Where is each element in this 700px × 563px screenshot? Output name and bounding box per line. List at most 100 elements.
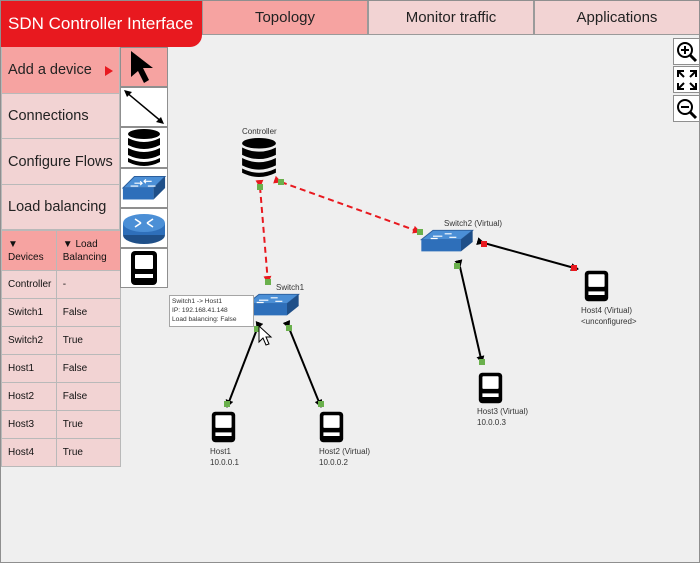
port-status-icon <box>257 184 263 190</box>
host2-label: Host2 (Virtual) <box>319 447 370 456</box>
menu-add-device[interactable]: Add a device <box>1 47 120 94</box>
port-down-icon <box>481 241 487 247</box>
port-status-icon <box>224 401 230 407</box>
device-name: Switch1 <box>1 298 57 327</box>
host1-ip: 10.0.0.1 <box>210 458 239 467</box>
load-balancing-value: False <box>55 354 122 383</box>
link-switch2-host4[interactable] <box>476 237 579 271</box>
port-status-icon <box>286 325 292 331</box>
switch1-label: Switch1 <box>276 283 305 292</box>
link-controller-switch1[interactable] <box>255 179 272 284</box>
port-down-icon <box>571 265 577 271</box>
host3-ip: 10.0.0.3 <box>477 418 506 427</box>
triangle-right-icon <box>105 66 113 76</box>
host-icon <box>478 372 503 404</box>
host3-node[interactable] <box>477 371 504 410</box>
palette-router-tool[interactable] <box>120 208 168 248</box>
tab-applications[interactable]: Applications <box>534 1 699 35</box>
link-tooltip: Switch1 -> Host1 IP: 192.168.41.148 Load… <box>169 295 254 327</box>
fit-screen-icon <box>676 69 697 90</box>
palette-switch-tool[interactable] <box>120 168 168 208</box>
link-switch2-host3[interactable] <box>454 259 485 364</box>
link-switch1-host2[interactable] <box>282 320 323 408</box>
port-status-icon <box>254 326 260 332</box>
router-icon <box>123 214 165 244</box>
menu-configure-flows[interactable]: Configure Flows <box>1 139 120 185</box>
tooltip-load-balancing: Load balancing: False <box>172 316 237 324</box>
host2-node[interactable] <box>318 410 345 449</box>
zoom-in-button[interactable] <box>673 38 699 65</box>
host-icon <box>211 411 236 443</box>
host1-label: Host1 <box>210 447 231 456</box>
zoom-out-button[interactable] <box>673 95 699 122</box>
device-table: ▼Devices ▼ Load Balancing Controller- Sw… <box>1 230 122 467</box>
palette-controller-tool[interactable] <box>120 127 168 168</box>
zoom-in-icon <box>676 41 697 62</box>
pointer-icon <box>131 51 153 83</box>
palette-link-tool[interactable] <box>120 87 168 127</box>
menu-connections[interactable]: Connections <box>1 94 120 139</box>
menu-configure-flows-label: Configure Flows <box>8 153 113 170</box>
host4-label: Host4 (Virtual) <box>581 306 632 315</box>
tooltip-link: Switch1 -> Host1 <box>172 298 223 305</box>
link-switch1-host1[interactable] <box>225 321 264 408</box>
column-header-load-balancing[interactable]: ▼ Load Balancing <box>55 230 122 271</box>
column-header-devices[interactable]: ▼Devices <box>1 230 57 271</box>
load-balancing-value: True <box>55 438 122 467</box>
sort-icon: ▼ <box>8 238 18 250</box>
device-name: Host2 <box>1 382 57 411</box>
sort-icon: ▼ <box>62 238 73 250</box>
host4-ip: <unconfigured> <box>581 317 637 326</box>
host4-node[interactable] <box>583 269 610 308</box>
port-status-icon <box>318 401 324 407</box>
switch1-node[interactable] <box>244 292 302 325</box>
host2-ip: 10.0.0.2 <box>319 458 348 467</box>
controller-icon <box>242 137 276 177</box>
tooltip-ip: IP: 192.168.41.148 <box>172 307 228 315</box>
palette-host-tool[interactable] <box>120 248 168 288</box>
mouse-cursor-icon <box>258 325 273 346</box>
tab-monitor-traffic[interactable]: Monitor traffic <box>368 1 534 35</box>
switch-icon <box>420 229 474 252</box>
fit-screen-button[interactable] <box>673 66 699 93</box>
device-table-header: ▼Devices ▼ Load Balancing <box>1 230 122 271</box>
port-status-icon <box>454 263 460 269</box>
menu-add-device-label: Add a device <box>8 62 92 78</box>
menu-load-balancing-label: Load balancing <box>8 199 107 215</box>
load-balancing-value: False <box>55 382 122 411</box>
load-balancing-value: - <box>55 270 122 299</box>
load-balancing-value: True <box>55 410 122 439</box>
app-title: SDN Controller Interface <box>1 1 202 47</box>
port-status-icon <box>479 359 485 365</box>
device-name: Host1 <box>1 354 57 383</box>
switch-icon <box>246 293 300 316</box>
link-icon <box>124 90 164 124</box>
palette-pointer-tool[interactable] <box>120 47 168 87</box>
tab-topology[interactable]: Topology <box>202 1 368 35</box>
port-status-icon <box>278 179 284 185</box>
host1-node[interactable] <box>210 410 237 449</box>
switch-icon <box>121 176 167 200</box>
device-name: Host4 <box>1 438 57 467</box>
menu-load-balancing[interactable]: Load balancing <box>1 185 120 230</box>
controller-node[interactable] <box>240 136 278 185</box>
link-controller-switch2[interactable] <box>273 175 421 234</box>
switch2-label: Switch2 (Virtual) <box>444 219 503 228</box>
zoom-out-icon <box>676 98 697 119</box>
port-status-icon <box>417 229 423 235</box>
host-icon <box>584 270 609 302</box>
port-status-icon <box>265 279 271 285</box>
host-icon <box>319 411 344 443</box>
controller-icon <box>128 128 160 166</box>
controller-label: Controller <box>242 127 277 136</box>
switch2-node[interactable] <box>418 228 476 261</box>
host-icon <box>131 251 157 285</box>
table-row[interactable]: Controller- <box>1 270 122 299</box>
